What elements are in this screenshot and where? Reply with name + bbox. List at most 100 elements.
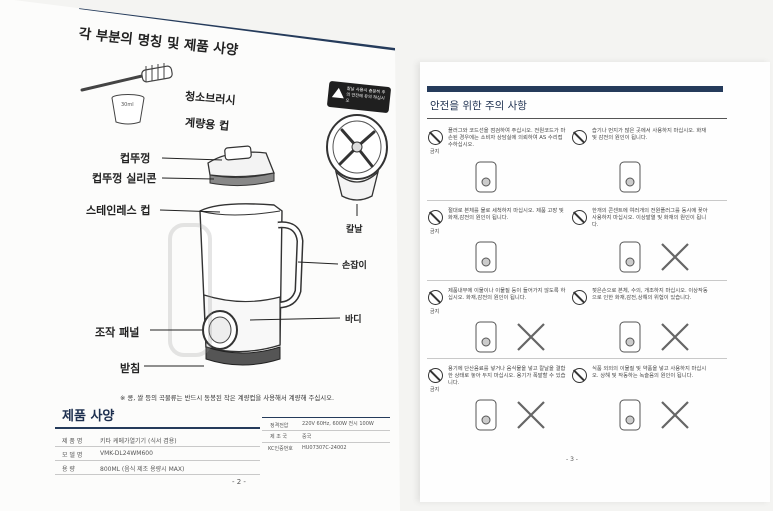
- label-cup: 계량용 컵: [184, 116, 230, 133]
- appliance-shape: [475, 399, 497, 431]
- left-page-title: 각 부분의 명칭 및 제품 사양: [77, 25, 239, 59]
- note-text: ※ 콩, 쌀 등의 곡물류는 반드시 동봉된 작은 계량컵을 사용해서 계량해 …: [120, 394, 335, 402]
- warning-text: 제품내부에 이물이나 이물질 등이 들어가지 않도록 하십시오. 화재,감전의 …: [448, 288, 566, 301]
- appliance-knob: [625, 257, 635, 267]
- appliance-knob: [625, 177, 635, 187]
- leader-base: [144, 365, 204, 367]
- appliance-shape: [619, 321, 641, 353]
- label-blade: 칼날: [346, 225, 363, 235]
- leader-body: [249, 317, 341, 321]
- spec-value: HU07307C-24002: [302, 445, 347, 451]
- spec-rule: [55, 427, 260, 429]
- prohibited-icon: [428, 368, 443, 383]
- warning-illustration: [619, 241, 689, 273]
- warning-cell: 젖은손으로 본체, 수의, 개조하지 마십시오. 이상작동으로 인한 화재,감전…: [570, 284, 712, 360]
- spec-value: 중국: [302, 434, 312, 440]
- cross-mark: [517, 401, 545, 429]
- prohibited-icon: [428, 210, 443, 225]
- label-handle: 손잡이: [342, 261, 367, 271]
- cross-mark: [661, 323, 689, 351]
- prohibit-label: 금지: [430, 229, 440, 235]
- prohibited-icon: [572, 368, 587, 383]
- warning-cell: 금지 절대로 본체를 물로 세척하지 마십시오. 제품 고장 및 화재,감전의 원…: [426, 204, 568, 280]
- warning-text: 용기에 단산음료를 넣거나 음식물을 넣고 칼날을 결합한 상태로 놓아 두지 …: [448, 366, 566, 386]
- right-page-title: 안전을 위한 주의 사항: [430, 100, 527, 112]
- spec-key: 정격전압: [270, 423, 289, 429]
- cup-marking: 30ml: [121, 102, 134, 108]
- row-divider: [427, 358, 727, 359]
- spec-value: 800ML (음식 제조 용량시 MAX): [100, 466, 185, 473]
- right-page: 안전을 위한 주의 사항 금지 플러그와 코드선을 점검하여 주십시오. 전원코드…: [420, 62, 770, 502]
- leader-panel: [150, 329, 202, 331]
- prohibit-label: 금지: [430, 309, 440, 315]
- prohibit-label: 금지: [430, 149, 440, 155]
- appliance-knob: [481, 177, 491, 187]
- warning-text: 절대로 본체를 물로 세척하지 마십시오. 제품 고장 및 화재,감전의 원인이…: [448, 208, 564, 221]
- appliance-shape: [475, 321, 497, 353]
- blender-illustration: [199, 145, 304, 366]
- label-brush: 청소브러시: [184, 89, 237, 108]
- appliance-shape: [619, 241, 641, 273]
- label-base: 받침: [120, 362, 141, 375]
- warning-text: 한개의 콘센트에 여러개의 전원플러그를 동시에 꽂아 사용하지 마십시오. 이…: [592, 208, 708, 228]
- prohibited-icon: [572, 290, 587, 305]
- spec-title: 제품 사양: [62, 409, 115, 424]
- warning-illustration: [475, 399, 545, 431]
- warning-text: 습기나 먼지가 많은 곳에서 사용하지 마십시오. 화재 및 감전의 원인이 됩…: [592, 128, 707, 141]
- warning-cell: 식품 외외의 이물질 및 약품을 넣고 사용하지 마십시오. 상해 및 작동하는…: [570, 362, 712, 438]
- ghost-outline: [168, 223, 212, 357]
- row-divider: [427, 200, 727, 201]
- row-divider: [427, 280, 727, 281]
- appliance-knob: [481, 415, 491, 425]
- brush-illustration: [80, 63, 173, 92]
- warning-triangle-icon: [331, 87, 345, 99]
- label-steel-cup: 스테인레스 컵: [86, 204, 151, 217]
- warning-text: 식품 외외의 이물질 및 약품을 넣고 사용하지 마십시오. 상해 및 작동하는…: [592, 366, 707, 379]
- appliance-shape: [475, 161, 497, 193]
- appliance-knob: [625, 415, 635, 425]
- blade-illustration: [326, 114, 388, 216]
- prohibit-label: 금지: [430, 387, 440, 393]
- warning-illustration: [619, 321, 689, 353]
- cross-mark: [517, 323, 545, 351]
- warning-illustration: [619, 399, 689, 431]
- warning-illustration: [475, 241, 497, 273]
- leader-handle: [297, 261, 339, 265]
- spec-key: 제 조 국: [270, 434, 287, 440]
- spec-key: 모 델 명: [62, 452, 83, 459]
- warning-illustration: [475, 161, 497, 193]
- title-rule: [427, 118, 727, 119]
- spec-key: 제 품 명: [62, 438, 83, 445]
- appliance-shape: [619, 399, 641, 431]
- cross-mark: [661, 243, 689, 271]
- spec-key: KC인증번호: [268, 446, 293, 452]
- appliance-knob: [625, 337, 635, 347]
- appliance-shape: [619, 161, 641, 193]
- warning-cell: 금지 플러그와 코드선을 점검하여 주십시오. 전원코드가 마손된 경우에는 소비…: [426, 124, 568, 200]
- spec-key: 용 량: [62, 466, 75, 473]
- spec-value: 220V 60Hz, 600W 전시 100W: [302, 421, 374, 427]
- prohibited-icon: [572, 130, 587, 145]
- prohibited-icon: [428, 130, 443, 145]
- left-page: 각 부분의 명칭 및 제품 사양 청소브러시 30ml 계량용 컵: [55, 2, 398, 486]
- spec-value: VMK-DL24WM600: [100, 450, 153, 457]
- cross-mark: [661, 401, 689, 429]
- blade-warning-badge: 칼날 사용시 충분히 주의 안전에 유의 하십시오: [326, 80, 392, 114]
- prohibited-icon: [572, 210, 587, 225]
- appliance-shape: [475, 241, 497, 273]
- warning-cell: 한개의 콘센트에 여러개의 전원플러그를 동시에 꽂아 사용하지 마십시오. 이…: [570, 204, 712, 280]
- appliance-knob: [481, 337, 491, 347]
- warning-cell: 금지 용기에 단산음료를 넣거나 음식물을 넣고 칼날을 결합한 상태로 놓아 두…: [426, 362, 568, 438]
- spec-value: 키타 케메가열기기 (식서 겸용): [100, 438, 177, 445]
- prohibited-icon: [428, 290, 443, 305]
- label-lid: 컵뚜껑: [120, 152, 151, 165]
- warning-text: 플러그와 코드선을 점검하여 주십시오. 전원코드가 마손된 경우에는 소비자 …: [448, 128, 566, 148]
- measuring-cup-illustration: [111, 94, 145, 125]
- right-page-number: - 3 -: [566, 456, 578, 463]
- warning-cell: 금지 제품내부에 이물이나 이물질 등이 들어가지 않도록 하십시오. 화재,감전…: [426, 284, 568, 360]
- warning-illustration: [619, 161, 641, 193]
- label-panel: 조작 패널: [95, 326, 140, 339]
- left-page-number: - 2 -: [232, 478, 246, 486]
- appliance-knob: [481, 257, 491, 267]
- warning-cell: 습기나 먼지가 많은 곳에서 사용하지 마십시오. 화재 및 감전의 원인이 됩…: [570, 124, 712, 200]
